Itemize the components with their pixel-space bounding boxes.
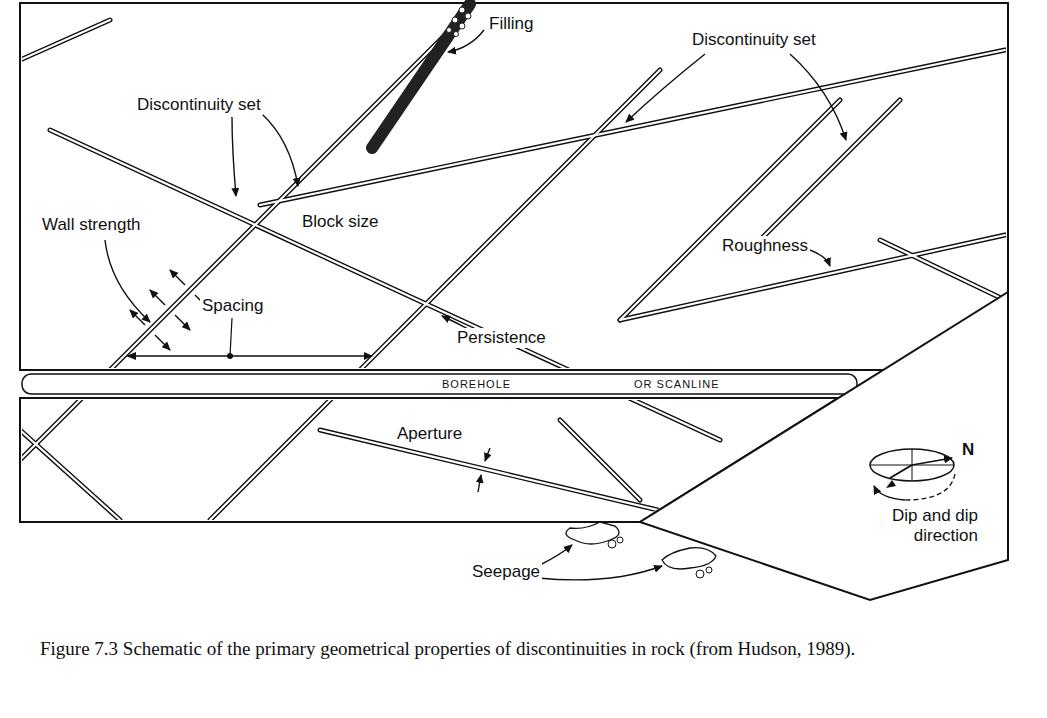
- set-label: Discontinuity set: [135, 95, 263, 115]
- persistence-label: Persistence: [455, 328, 548, 348]
- dip-label: Dip and dip direction: [846, 506, 980, 546]
- filling-label: Filling: [487, 14, 535, 34]
- spacing-label: Spacing: [200, 296, 265, 316]
- seepage-label: Seepage: [470, 562, 542, 582]
- figure-caption: Figure 7.3 Schematic of the primary geom…: [40, 636, 1010, 662]
- set-label: Discontinuity set: [690, 30, 818, 50]
- block-size-label: Block size: [300, 212, 381, 232]
- scanline-label: OR SCANLINE: [632, 377, 722, 391]
- north-label: N: [960, 440, 976, 460]
- borehole-label: BOREHOLE: [440, 377, 513, 391]
- aperture-label: Aperture: [395, 424, 464, 444]
- wall-strength-label: Wall strength: [40, 215, 143, 235]
- roughness-label: Roughness: [720, 236, 810, 256]
